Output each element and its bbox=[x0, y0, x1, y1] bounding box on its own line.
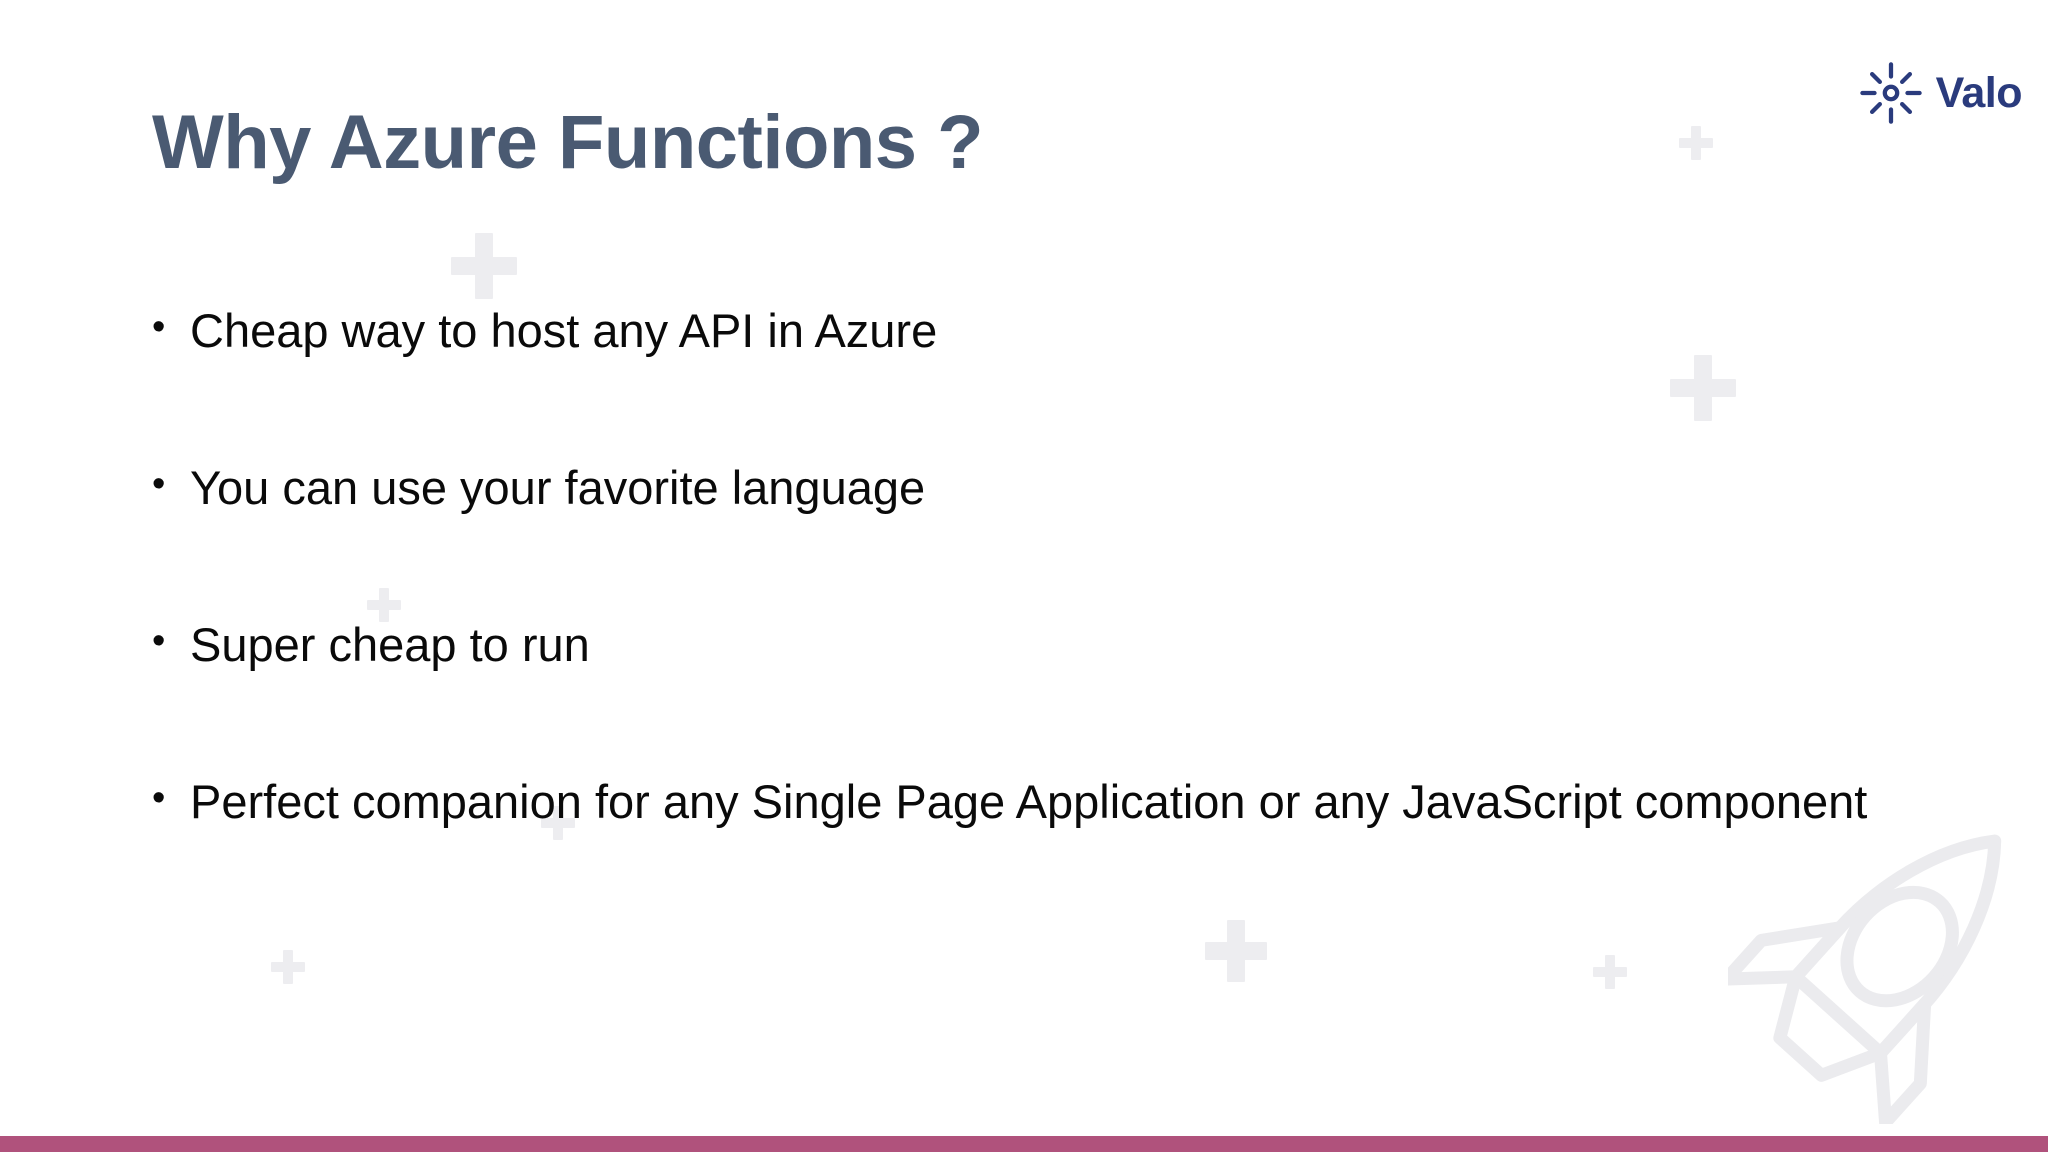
list-item-text: You can use your favorite language bbox=[190, 461, 926, 515]
decorative-plus-icon bbox=[271, 950, 305, 984]
decorative-plus-icon bbox=[1679, 126, 1713, 160]
bullet-list: • Cheap way to host any API in Azure • Y… bbox=[152, 300, 1912, 833]
bullet-marker-icon: • bbox=[152, 306, 166, 348]
list-item: • You can use your favorite language bbox=[152, 457, 1912, 519]
rocket-outline-watermark-icon bbox=[1728, 784, 2048, 1124]
bullet-marker-icon: • bbox=[152, 463, 166, 506]
bullet-marker-icon: • bbox=[152, 620, 166, 663]
list-item: • Cheap way to host any API in Azure bbox=[152, 300, 1912, 362]
valo-logo: Valo bbox=[1859, 62, 2023, 124]
decorative-plus-icon bbox=[1593, 955, 1627, 989]
page-title: Why Azure Functions ? bbox=[152, 99, 984, 185]
sun-spark-icon bbox=[1859, 62, 1922, 124]
list-item-text: Super cheap to run bbox=[190, 618, 590, 672]
bullet-marker-icon: • bbox=[152, 777, 166, 820]
list-item-text: Cheap way to host any API in Azure bbox=[190, 304, 938, 357]
list-item-text: Perfect companion for any Single Page Ap… bbox=[190, 775, 1868, 829]
logo-wordmark: Valo bbox=[1935, 68, 2023, 117]
list-item: • Perfect companion for any Single Page … bbox=[152, 771, 1912, 833]
bottom-accent-bar bbox=[0, 1136, 2048, 1152]
decorative-plus-icon bbox=[1205, 920, 1267, 982]
list-item: • Super cheap to run bbox=[152, 614, 1912, 676]
decorative-plus-icon bbox=[451, 233, 517, 299]
